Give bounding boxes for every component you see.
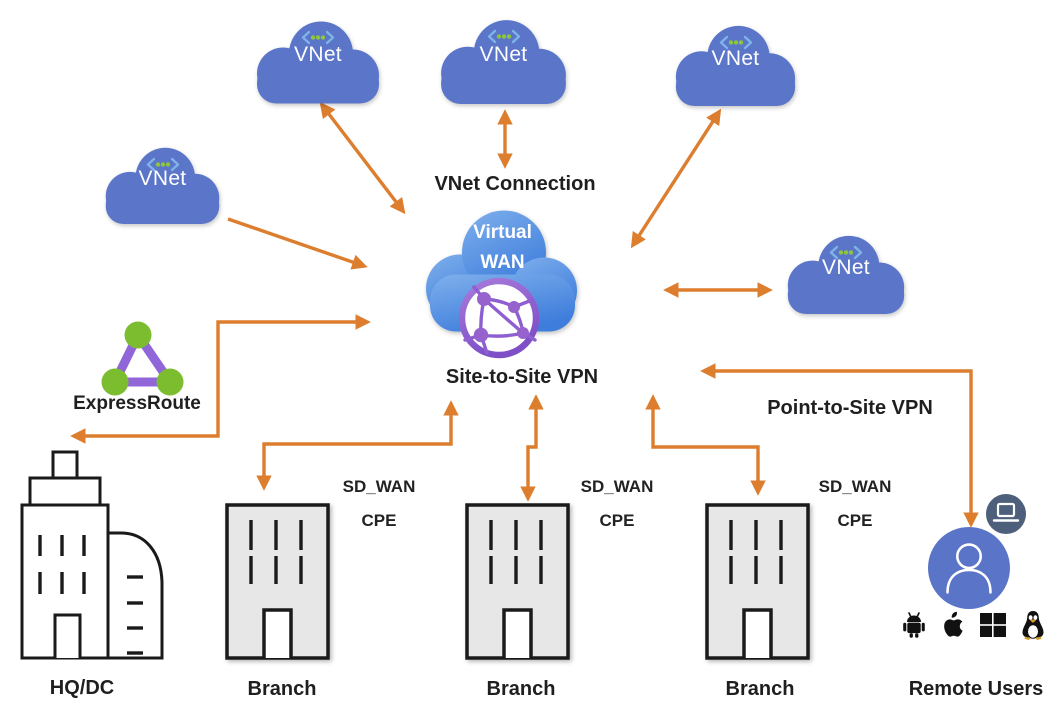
sdwan-cpe-label-3: SD_WAN CPE bbox=[800, 470, 910, 538]
arrow-vnet-topleft-hub bbox=[319, 101, 406, 215]
branch-building-3 bbox=[705, 503, 810, 660]
virtual-wan-hub: Virtual WAN bbox=[424, 208, 581, 359]
hq-dc-building bbox=[20, 450, 164, 660]
point-to-site-vpn-label: Point-to-Site VPN bbox=[767, 397, 933, 419]
branch-building-1 bbox=[225, 503, 330, 660]
cpe-line: CPE bbox=[837, 511, 873, 530]
cloud-shape bbox=[441, 20, 566, 104]
sdwan-line: SD_WAN bbox=[818, 477, 892, 496]
site-to-site-vpn-label: Site-to-Site VPN bbox=[445, 366, 599, 388]
sdwan-cpe-label-1: SD_WAN CPE bbox=[324, 470, 434, 538]
virtual-wan-globe-icon bbox=[458, 277, 540, 359]
vnet-icon bbox=[146, 157, 179, 172]
hub-label-line2: WAN bbox=[480, 252, 525, 273]
vnet-cloud-label: VNet bbox=[294, 43, 342, 67]
vnet-cloud-label: VNet bbox=[822, 256, 870, 280]
hub-label-line1: Virtual bbox=[473, 222, 532, 243]
sdwan-line: SD_WAN bbox=[580, 477, 654, 496]
arrow-vnet-topright-hub bbox=[630, 108, 722, 249]
cloud-shape bbox=[257, 21, 379, 104]
sdwan-line: SD_WAN bbox=[342, 477, 416, 496]
cpe-line: CPE bbox=[361, 511, 397, 530]
apple-icon bbox=[944, 611, 963, 637]
cloud-shape bbox=[105, 147, 220, 224]
os-icons-row bbox=[899, 609, 1049, 641]
branch-label-1: Branch bbox=[247, 678, 317, 700]
vnet-cloud-top-left: VNet bbox=[253, 17, 383, 104]
sdwan-cpe-label-2: SD_WAN CPE bbox=[562, 470, 672, 538]
vnet-icon bbox=[829, 245, 863, 260]
android-icon bbox=[903, 612, 925, 638]
vnet-cloud-top-right: VNet bbox=[668, 22, 803, 106]
remote-user-circle bbox=[928, 527, 1010, 609]
vnet-connection-label: VNet Connection bbox=[434, 173, 596, 195]
laptop-icon bbox=[992, 502, 1020, 522]
vnet-icon bbox=[487, 29, 520, 44]
vnet-cloud-label: VNet bbox=[138, 167, 187, 191]
windows-icon bbox=[979, 613, 1006, 637]
laptop-badge bbox=[986, 494, 1026, 534]
branch-label-3: Branch bbox=[725, 678, 795, 700]
arrow-vnet-left-hub bbox=[227, 217, 368, 270]
expressroute-icon bbox=[101, 321, 184, 396]
linux-icon bbox=[1022, 611, 1044, 641]
vnet-cloud-label: VNet bbox=[711, 46, 760, 70]
vnet-cloud-top-middle: VNet bbox=[437, 16, 570, 104]
vnet-icon bbox=[301, 30, 335, 45]
arrow-hub-branch2 bbox=[520, 394, 544, 502]
person-icon bbox=[946, 543, 992, 594]
vnet-cloud-left: VNet bbox=[97, 144, 228, 224]
cpe-line: CPE bbox=[599, 511, 635, 530]
hq-dc-label: HQ/DC bbox=[49, 677, 115, 699]
remote-users-label: Remote Users bbox=[908, 678, 1044, 700]
vnet-icon bbox=[719, 35, 752, 50]
vnet-cloud-right: VNet bbox=[775, 232, 917, 314]
vnet-cloud-label: VNet bbox=[479, 42, 528, 66]
branch-label-2: Branch bbox=[486, 678, 556, 700]
branch-building-2 bbox=[465, 503, 570, 660]
